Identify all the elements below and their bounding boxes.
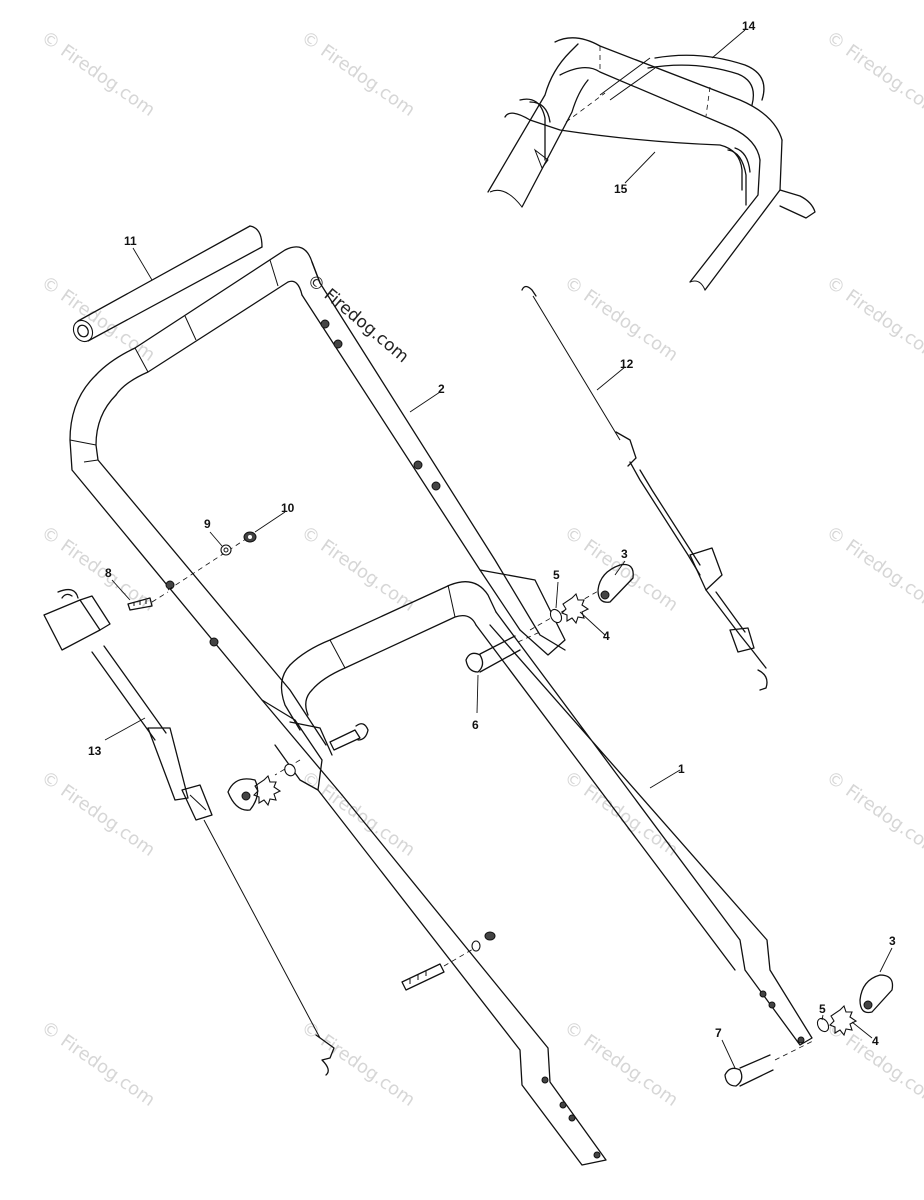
callout-6: 6 — [472, 718, 479, 732]
callout-15: 15 — [614, 182, 628, 196]
callout-12: 12 — [620, 357, 634, 371]
callout-9: 9 — [204, 517, 211, 531]
cable-12 — [521, 285, 768, 691]
watermark-tile: © Firedog.com — [37, 767, 159, 861]
watermark-tile: © Firedog.com — [560, 272, 682, 366]
upper-handle-2 — [69, 246, 566, 796]
callout-8: 8 — [105, 566, 112, 580]
watermark-tile: © Firedog.com — [37, 1017, 159, 1111]
callout-2: 2 — [438, 382, 445, 396]
callout-10: 10 — [281, 501, 295, 515]
callout-14: 14 — [742, 19, 756, 33]
watermark-tile: © Firedog.com — [822, 522, 924, 616]
callout-11: 11 — [124, 234, 137, 248]
watermark-tile: © Firedog.com — [37, 522, 159, 616]
callout-7: 7 — [715, 1026, 722, 1040]
leader-lines — [104, 29, 893, 1069]
hardware-3-4-5-upper — [529, 563, 634, 631]
cable-13 — [43, 588, 335, 1076]
bail-14 — [647, 54, 765, 106]
watermark-tiles: © Firedog.com © Firedog.com © Firedog.co… — [37, 27, 924, 1111]
watermark-tile: © Firedog.com — [297, 522, 419, 616]
callout-labels: 14 15 11 2 12 9 10 8 5 3 4 6 13 1 3 5 7 … — [88, 19, 896, 1048]
hardware-9-10 — [167, 531, 257, 591]
watermark-tile: © Firedog.com — [560, 1017, 682, 1111]
callout-1: 1 — [678, 762, 685, 776]
callout-4-lower: 4 — [872, 1034, 879, 1048]
watermark-tile: © Firedog.com — [822, 272, 924, 366]
watermark-main: © Firedog.com — [303, 271, 413, 368]
watermark-tile: © Firedog.com — [822, 767, 924, 861]
callout-5-upper: 5 — [553, 568, 560, 582]
cable-15 — [504, 112, 743, 191]
bolt-6 — [465, 631, 541, 673]
callout-4-upper: 4 — [603, 629, 610, 643]
callout-5-lower: 5 — [819, 1002, 826, 1016]
watermark-tile: © Firedog.com — [822, 27, 924, 121]
callout-3-lower: 3 — [889, 934, 896, 948]
bolt-8 — [127, 591, 169, 611]
callout-3-upper: 3 — [621, 547, 628, 561]
watermark-tile: © Firedog.com — [37, 27, 159, 121]
hardware-3-4-5-7-lower — [724, 974, 894, 1087]
watermark-tile: © Firedog.com — [297, 27, 419, 121]
callout-13: 13 — [88, 744, 102, 758]
hardware-mid-left — [227, 723, 369, 811]
watermark-tile: © Firedog.com — [297, 1017, 419, 1111]
grip-tube-11 — [72, 225, 263, 343]
inset-upper-handle — [487, 37, 816, 291]
lower-handle-1 — [280, 581, 813, 1166]
hardware-lower-left — [401, 931, 496, 991]
